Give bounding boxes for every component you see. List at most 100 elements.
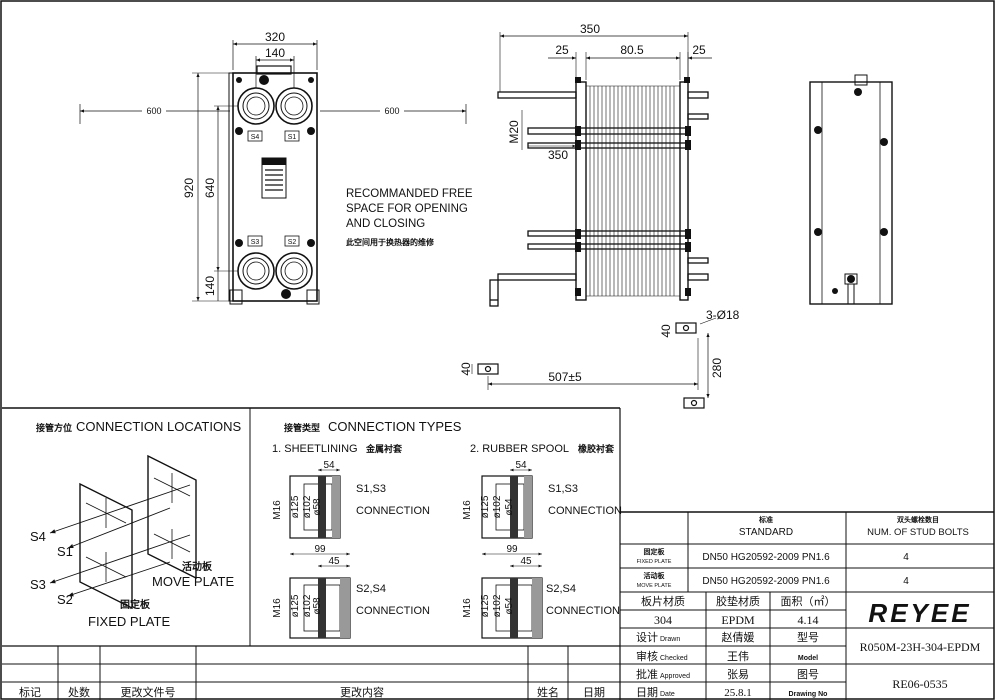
conn-type-title-en: CONNECTION TYPES xyxy=(328,419,462,434)
fixed-plate-cn: 固定板 xyxy=(120,598,151,611)
tb-design-cn: 设计 xyxy=(636,631,658,644)
rev-doc: 更改文件号 xyxy=(121,685,176,699)
tie-rods xyxy=(489,91,709,307)
port-s4 xyxy=(237,87,275,125)
rev-mark: 标记 xyxy=(19,685,41,699)
sl1-m16: M16 xyxy=(272,500,283,520)
tb-fixed-std: DN50 HG20592-2009 PN1.6 xyxy=(702,552,830,563)
front-label-s4: S4 xyxy=(251,134,260,141)
revision-labels: 标记 处数 更改文件号 更改内容 姓名 日期 xyxy=(19,685,605,699)
dim-bottom-140: 140 xyxy=(203,276,217,296)
rev-content: 更改内容 xyxy=(340,685,384,699)
reyee-logo: REYEE xyxy=(868,598,971,628)
front-label-s3: S3 xyxy=(251,239,260,246)
rs1-connection: CONNECTION xyxy=(548,505,622,517)
bolt-holes xyxy=(235,75,315,299)
sl1-connection: CONNECTION xyxy=(356,505,430,517)
dim-vertical-640: 640 xyxy=(203,178,217,198)
sl2-phi102: ø102 xyxy=(302,594,313,617)
tb-fixed-en: FIXED PLATE xyxy=(637,559,672,565)
tb-model-value: R050M-23H-304-EPDM xyxy=(860,640,981,654)
dim-foot-40-b: 40 xyxy=(659,324,673,338)
revision-block xyxy=(2,645,620,700)
tb-bolts-en: NUM. OF STUD BOLTS xyxy=(867,527,969,538)
tb-area-label: 面积（㎡） xyxy=(781,595,836,608)
tb-standard-en: STANDARD xyxy=(739,527,793,538)
rear-view xyxy=(809,74,893,305)
sl2-phi58: ø58 xyxy=(312,597,323,615)
tb-model-en: Model xyxy=(798,655,818,662)
tb-drawing-en: Drawing No xyxy=(789,691,828,698)
plate-pack xyxy=(586,85,680,297)
rs2-s2s4: S2,S4 xyxy=(546,583,576,595)
title-block xyxy=(619,511,994,700)
conn-loc-s3: S3 xyxy=(30,577,46,592)
tb-check-en: Checked xyxy=(660,655,688,662)
sl1-phi102: ø102 xyxy=(302,495,313,518)
sheetlining-s2s4-section: 99 45 M16 ø125 ø102 ø58 S2,S4 CONNECTION xyxy=(272,544,430,639)
sl1-d54: 54 xyxy=(323,460,335,471)
rs2-connection: CONNECTION xyxy=(546,605,620,617)
dim-bolt-m20: M20 xyxy=(507,120,521,144)
dim-height-920: 920 xyxy=(182,178,196,198)
tb-approve-cn: 批准 xyxy=(636,667,658,681)
tb-model-cn: 型号 xyxy=(797,630,819,644)
dim-port-spacing: 140 xyxy=(265,46,285,60)
sl2-m16: M16 xyxy=(272,598,283,618)
sl2-d99: 99 xyxy=(314,544,326,555)
tb-design-name: 赵倩媛 xyxy=(722,630,755,644)
connection-types: 接管类型 CONNECTION TYPES 1. SHEETLINING 金属衬… xyxy=(272,419,622,639)
dim-overall-350: 350 xyxy=(580,22,600,36)
sl1-s1s3: S1,S3 xyxy=(356,483,386,495)
rs1-m16: M16 xyxy=(462,500,473,520)
rs2-d45: 45 xyxy=(520,556,532,567)
free-space-note: RECOMMANDED FREE SPACE FOR OPENING AND C… xyxy=(346,188,473,247)
dim-foot-40: 40 xyxy=(459,362,473,376)
rubber-spool-s1s3-section: 54 M16 ø125 ø102 ø54 S1,S3 CONNECTION xyxy=(462,460,622,539)
conn-type-title-cn: 接管类型 xyxy=(284,422,320,433)
front-view: S4 S1 S3 S2 320 140 600 60 xyxy=(79,30,467,305)
tb-fixed-bolts: 4 xyxy=(903,552,909,563)
tb-date-en: Date xyxy=(660,691,675,698)
dim-holes-3-18: 3-Ø18 xyxy=(706,308,740,322)
tb-fixed-cn: 固定板 xyxy=(644,547,666,556)
tb-gasket-mat-label: 胶垫材质 xyxy=(716,594,760,608)
tb-check-name: 王伟 xyxy=(727,650,749,663)
fixed-plate-en: FIXED PLATE xyxy=(88,614,170,629)
sheetlining-s1s3-section: 54 M16 ø125 ø102 ø58 S1,S3 CONNECTION xyxy=(272,460,430,539)
rev-name: 姓名 xyxy=(537,685,559,699)
tb-date-value: 25.8.1 xyxy=(724,687,752,699)
title-block-text: 标准 STANDARD 双头螺栓数目 NUM. OF STUD BOLTS 固定… xyxy=(636,515,981,699)
sl2-phi125: ø125 xyxy=(290,594,301,617)
dim-clear-right: 600 xyxy=(384,106,399,116)
conn-loc-s2: S2 xyxy=(57,592,73,607)
base-detail xyxy=(477,322,705,409)
rubber-spool-s2s4-section: 99 45 M16 ø125 ø102 ø54 S2,S4 CONNECTION xyxy=(462,544,620,639)
type2-en: 2. RUBBER SPOOL xyxy=(470,443,569,455)
rs1-phi54: ø54 xyxy=(504,498,515,516)
rs2-phi102: ø102 xyxy=(492,594,503,617)
tb-approve-en: Approved xyxy=(660,673,690,680)
tb-gasket-mat-value: EPDM xyxy=(721,613,755,627)
type1-cn: 金属衬套 xyxy=(365,443,403,454)
sl2-s2s4: S2,S4 xyxy=(356,583,386,595)
rs2-phi125: ø125 xyxy=(480,594,491,617)
sl2-connection: CONNECTION xyxy=(356,605,430,617)
tb-standard-cn: 标准 xyxy=(758,515,773,524)
dim-base-507: 507±5 xyxy=(548,370,582,384)
move-plate-en: MOVE PLATE xyxy=(152,574,234,589)
tb-design-en: Drawn xyxy=(660,636,680,643)
tb-move-en: MOVE PLATE xyxy=(637,583,672,589)
tb-move-bolts: 4 xyxy=(903,576,909,587)
rs2-d99: 99 xyxy=(506,544,518,555)
type2-cn: 橡胶衬套 xyxy=(578,443,615,454)
dim-width-320: 320 xyxy=(265,30,285,44)
dim-clear-left: 600 xyxy=(146,106,161,116)
rs1-phi102: ø102 xyxy=(492,495,503,518)
port-s2 xyxy=(275,252,313,290)
sl1-phi58: ø58 xyxy=(312,498,323,516)
dim-left-25: 25 xyxy=(555,43,569,57)
dim-height-280: 280 xyxy=(710,358,724,378)
conn-loc-title-cn: 接管方位 xyxy=(36,422,72,433)
